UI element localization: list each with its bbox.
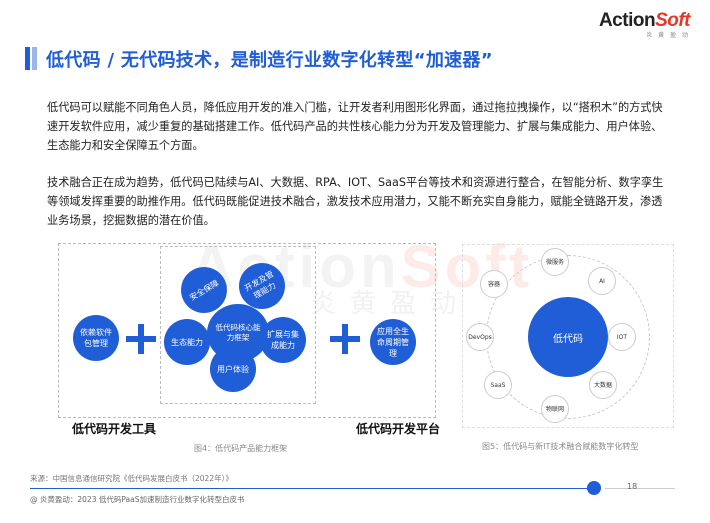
brand-logo: ActionSoft 炎 黄 盈 动 (598, 10, 691, 39)
sat-saas: SaaS (484, 371, 512, 399)
figure-4-caption: 图4：低代码产品能力框架 (194, 444, 288, 453)
node-lifecycle: 应用全生命周期管理 (370, 319, 416, 365)
center-lowcode: 低代码 (528, 297, 608, 377)
footer-line (30, 488, 592, 489)
sat-iot-cn: 物联网 (541, 395, 569, 423)
paragraph-2: 技术融合正在成为趋势，低代码已陆续与AI、大数据、RPA、IOT、SaaS平台等… (47, 176, 664, 227)
node-user-experience: 用户体验 (210, 346, 256, 392)
footer-line-grey (605, 488, 675, 489)
paragraph-1: 低代码可以赋能不同角色人员，降低应用开发的准入门槛，让开发者利用图形化界面，通过… (47, 101, 663, 152)
plus-icon (330, 324, 360, 354)
footer-text: @ 炎黄盈动：2023 低代码PaaS加速制造行业数字化转型白皮书 (30, 495, 245, 504)
sat-ai: AI (588, 267, 616, 295)
watermark-cn: 炎黄盈动 (310, 289, 471, 319)
page-number: 18 (627, 482, 638, 491)
diagram-frame-inner (160, 246, 316, 404)
plus-icon (126, 324, 156, 354)
sat-microservice: 微服务 (541, 248, 569, 276)
sat-bigdata: 大数据 (589, 371, 617, 399)
diagram-frame-outer (58, 243, 436, 418)
diagram-2-frame (462, 244, 674, 428)
figure-5-caption: 图5：低代码与新IT技术融合赋能数字化转型 (482, 442, 639, 451)
node-ecosystem: 生态能力 (164, 319, 210, 365)
sat-devops: DevOps (466, 323, 494, 351)
logo-subtitle: 炎 黄 盈 动 (646, 32, 690, 39)
page-title: 低代码 / 无代码技术，是制造行业数字化转型“加速器” (46, 50, 493, 71)
source-note: 来源：中国信息通信研究院《低代码发展白皮书（2022年）》 (30, 474, 233, 483)
node-dependency-package: 依赖软件包管理 (73, 315, 119, 361)
logo-wordmark: ActionSoft (598, 10, 691, 31)
footer-dot (587, 481, 601, 495)
sat-container: 容器 (480, 270, 508, 298)
sat-iot: IOT (608, 323, 636, 351)
node-extend-integrate: 扩展与集成能力 (260, 317, 306, 363)
title-accent-bar (25, 47, 37, 70)
label-dev-tool: 低代码开发工具 (72, 422, 157, 436)
label-dev-platform: 低代码开发平台 (356, 422, 441, 436)
